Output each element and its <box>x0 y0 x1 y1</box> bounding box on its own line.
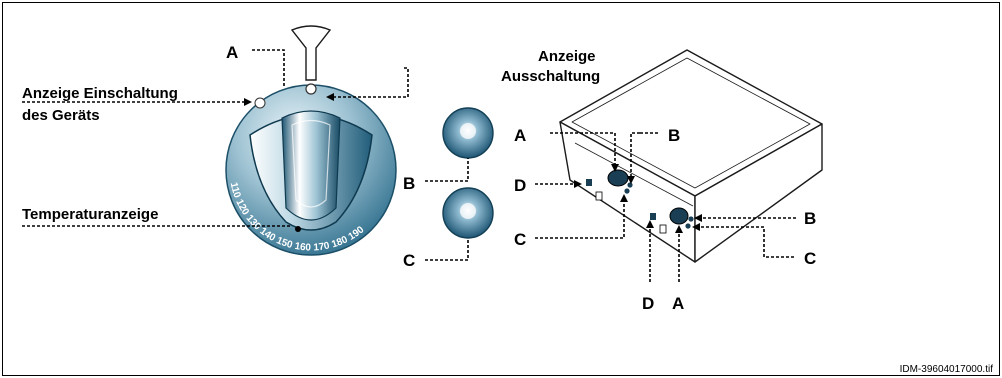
leader-dev-b-top <box>630 132 660 180</box>
leader-knob-a <box>252 49 285 86</box>
label-einschaltung-line1: Anzeige Einschaltung <box>22 85 178 102</box>
file-id-caption: IDM-39604017000.tif <box>900 364 994 375</box>
leader-dev-c-right <box>696 226 796 258</box>
label-dev-a-top: A <box>514 126 526 145</box>
lamp-b <box>442 107 494 159</box>
label-lamp-b: B <box>403 174 415 193</box>
label-einschaltung-line2: des Geräts <box>22 107 100 124</box>
arrow-dev-d-left-icon <box>574 180 582 188</box>
label-ausschaltung-line1: Anzeige <box>538 48 596 65</box>
appliance-foot-1-icon <box>595 191 603 201</box>
appliance-lamp-c1-icon <box>624 188 630 194</box>
appliance-front-edge <box>574 142 694 207</box>
appliance-knob-2-icon <box>669 207 689 225</box>
arrow-dev-a-bottom-icon <box>675 225 683 233</box>
appliance-knob-1-icon <box>607 169 629 187</box>
appliance-controls <box>586 169 694 234</box>
leader-dev-c-left <box>535 197 625 239</box>
arrow-dev-b-right-icon <box>694 214 702 222</box>
appliance-top-rim <box>571 57 811 189</box>
arrow-dev-d-bottom-icon <box>646 220 654 228</box>
grip-highlight <box>291 119 331 208</box>
thermostat-knob: 110 120 130 140 150 160 170 180 190 <box>225 25 397 256</box>
arrow-einschaltung-icon <box>244 98 252 106</box>
leader-lamp-b <box>425 158 469 182</box>
appliance-lamp-c2-icon <box>685 223 691 229</box>
arrow-dev-c-left-icon <box>620 194 628 202</box>
leader-dev-a-top <box>550 132 616 168</box>
appliance-lamp-b1-icon <box>627 182 633 188</box>
label-dev-b-top: B <box>668 126 680 145</box>
off-indicator-icon <box>305 83 317 95</box>
label-dev-a-bottom: A <box>672 294 684 313</box>
label-dev-c-right: C <box>804 249 816 268</box>
temperature-marker-icon <box>295 226 301 232</box>
label-ausschaltung-line2: Ausschaltung <box>501 68 600 85</box>
arrow-ausschaltung-icon <box>326 93 334 101</box>
label-dev-d-left: D <box>514 176 526 195</box>
label-dev-b-right: B <box>804 209 816 228</box>
label-dev-c-left: C <box>514 230 526 249</box>
label-temperaturanzeige: Temperaturanzeige <box>22 206 158 223</box>
arrow-dev-a-top-icon <box>611 164 619 172</box>
dial-grip <box>281 110 341 221</box>
label-lamp-c: C <box>403 251 415 270</box>
arrow-dev-b-top-icon <box>627 176 635 184</box>
pointer-key-icon <box>290 25 332 81</box>
label-knob-a: A <box>226 43 238 62</box>
appliance-switch-1-icon <box>586 179 592 186</box>
lamp-c <box>442 187 494 239</box>
appliance-lamp-b2-icon <box>688 216 694 222</box>
arrow-dev-c-right-icon <box>692 223 700 231</box>
on-indicator-icon <box>254 97 266 109</box>
appliance-foot-2-icon <box>659 224 667 234</box>
leader-ausschaltung <box>330 67 409 98</box>
leader-lamp-c <box>425 238 469 261</box>
label-dev-d-bottom: D <box>642 294 654 313</box>
appliance-switch-2-icon <box>650 213 656 220</box>
